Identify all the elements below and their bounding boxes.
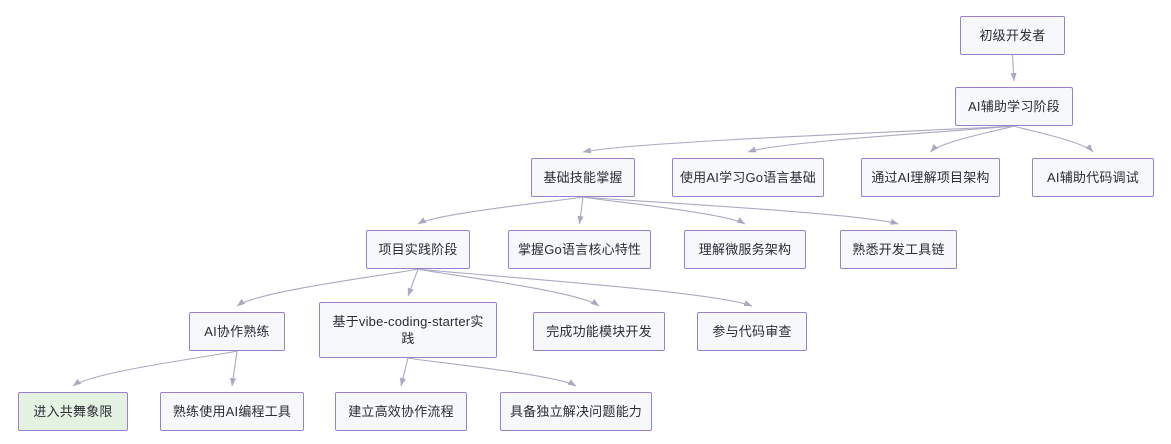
flow-node-n14[interactable]: 参与代码审查 [697,312,807,351]
flow-node-n18[interactable]: 具备独立解决问题能力 [500,392,652,431]
flow-node-label: AI辅助学习阶段 [968,99,1060,114]
flow-node-n13[interactable]: 完成功能模块开发 [533,312,665,351]
flow-edge-n2-to-n4 [747,125,1015,153]
flow-node-n4[interactable]: 使用AI学习Go语言基础 [672,158,824,197]
flow-node-n6[interactable]: AI辅助代码调试 [1032,158,1154,197]
flow-node-label: 参与代码审查 [712,324,792,339]
flow-node-n10[interactable]: 熟悉开发工具链 [840,230,957,269]
flow-node-label: 掌握Go语言核心特性 [517,242,642,257]
flow-node-n3[interactable]: 基础技能掌握 [531,158,635,197]
flow-node-label: 理解微服务架构 [698,242,792,257]
flow-edge-n7-to-n12 [407,268,419,297]
flow-node-n5[interactable]: 通过AI理解项目架构 [861,158,1000,197]
flow-edge-n3-to-n7 [417,196,584,225]
flow-node-label: 项目实践阶段 [378,242,458,257]
flow-node-label: 完成功能模块开发 [546,324,652,339]
flow-node-label: AI协作熟练 [204,324,270,339]
flow-node-n8[interactable]: 掌握Go语言核心特性 [508,230,651,269]
flow-edge-n2-to-n5 [930,125,1015,153]
flow-node-n1[interactable]: 初级开发者 [960,16,1065,55]
flow-node-n7[interactable]: 项目实践阶段 [366,230,470,269]
flow-node-n15[interactable]: 进入共舞象限 [18,392,128,431]
flow-edge-n2-to-n3 [582,125,1015,154]
flow-edge-n12-to-n17 [399,357,409,387]
flow-node-label: 通过AI理解项目架构 [871,170,990,185]
flow-node-label: 具备独立解决问题能力 [509,404,642,419]
flow-node-n9[interactable]: 理解微服务架构 [684,230,806,269]
flow-edge-n11-to-n16 [230,350,238,387]
flow-node-n11[interactable]: AI协作熟练 [189,312,285,351]
flow-edge-n11-to-n15 [72,350,238,387]
flow-node-label: 建立高效协作流程 [348,404,454,419]
flow-node-n2[interactable]: AI辅助学习阶段 [955,87,1073,126]
flow-edge-n7-to-n13 [417,268,600,307]
flow-node-n16[interactable]: 熟练使用AI编程工具 [160,392,304,431]
flow-node-n12[interactable]: 基于vibe-coding-starter实践 [319,302,497,358]
flow-edge-n7-to-n11 [236,268,419,307]
flow-edge-n12-to-n18 [407,357,577,387]
flow-node-label: 进入共舞象限 [33,404,113,419]
flow-edge-n1-to-n2 [1010,54,1017,82]
flow-edge-n3-to-n10 [582,196,899,225]
flow-node-label: AI辅助代码调试 [1047,170,1139,185]
flow-node-label: 基础技能掌握 [543,170,623,185]
flow-node-label: 基于vibe-coding-starter实践 [332,314,484,346]
flow-node-label: 使用AI学习Go语言基础 [679,170,817,185]
flow-edge-n2-to-n6 [1013,125,1094,153]
flow-node-label: 熟悉开发工具链 [852,242,945,257]
flow-edge-n7-to-n14 [417,268,753,307]
flow-node-label: 初级开发者 [979,28,1046,43]
flow-node-n17[interactable]: 建立高效协作流程 [335,392,467,431]
flow-node-label: 熟练使用AI编程工具 [172,404,292,419]
flow-edge-n3-to-n8 [577,196,584,225]
flow-edge-n3-to-n9 [582,196,746,225]
